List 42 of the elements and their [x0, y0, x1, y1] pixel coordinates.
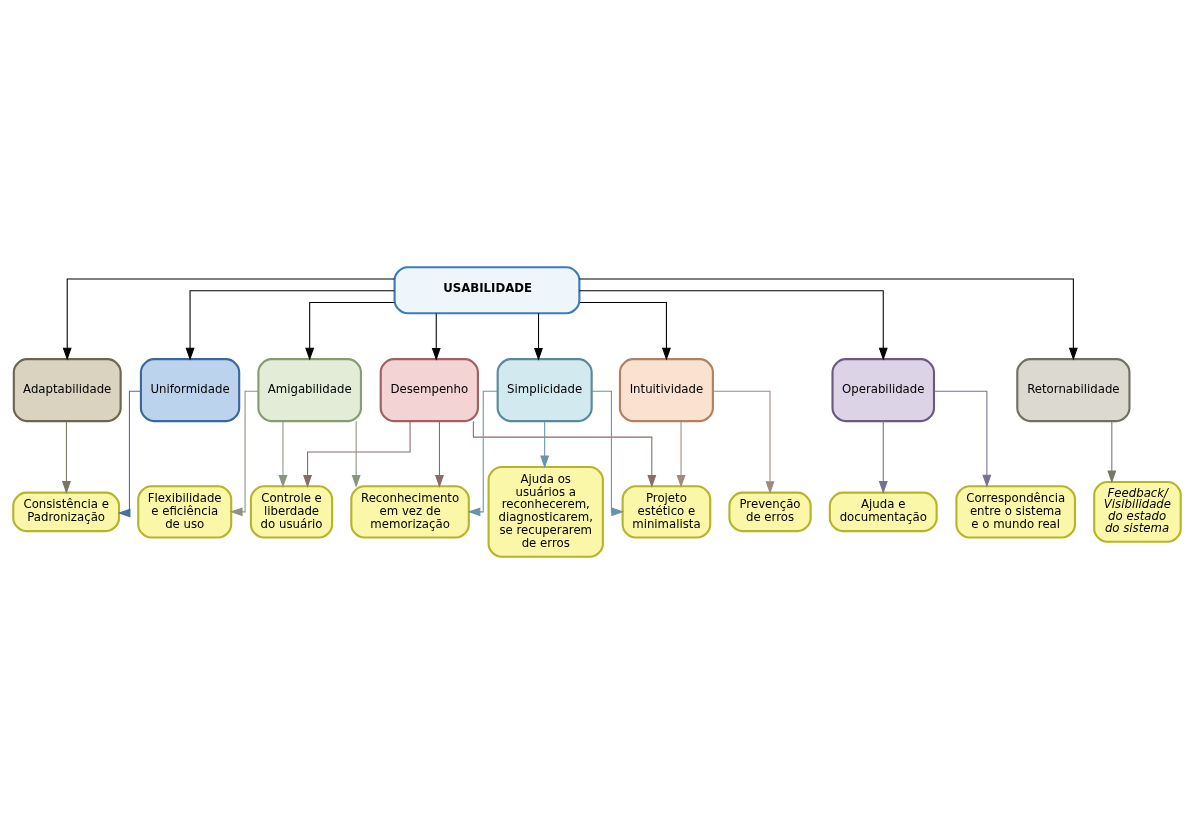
arrow: [62, 278, 395, 360]
arrow: [578, 289, 888, 361]
node-box: Amigabilidade: [257, 357, 362, 422]
arrow: [676, 420, 686, 488]
arrow: [712, 390, 775, 494]
arrow: [1107, 420, 1117, 483]
arrow: [431, 312, 441, 361]
node-box: Simplicidade: [496, 357, 593, 422]
node-box: USABILIDADE: [393, 265, 581, 314]
node-box: Operabilidade: [831, 357, 936, 422]
arrow: [540, 420, 550, 468]
arrow: [61, 420, 71, 494]
arrow: [591, 390, 625, 516]
arrow: [933, 390, 992, 488]
node-box: Controle e liberdade do usuário: [249, 484, 334, 539]
node-box: Projeto estético e minimalista: [621, 484, 712, 539]
node-box: Retornabilidade: [1016, 357, 1131, 422]
node-box: Adaptabilidade: [12, 357, 122, 422]
node-box: Ajuda os usuários a reconhecerem, diagnosticarem, se recuperarem de erros: [487, 465, 604, 558]
arrow: [434, 420, 444, 488]
arrow: [472, 420, 657, 488]
node-box: Desempenho: [379, 357, 479, 422]
node-box: Intuitividade: [618, 357, 714, 422]
node-box: Reconhecimento em vez de memorização: [350, 484, 470, 539]
arrow: [185, 289, 395, 361]
arrow: [467, 390, 499, 516]
arrow: [579, 278, 1078, 360]
arrow: [303, 420, 411, 488]
arrow: [579, 301, 671, 361]
node-box: Consistência e Padronização: [12, 491, 121, 532]
arrow: [878, 420, 888, 494]
arrow: [534, 312, 543, 361]
arrow: [351, 420, 361, 488]
node-box: Flexibilidade e eficiência de uso: [137, 484, 233, 539]
node-box: Ajuda e documentação: [828, 491, 938, 532]
arrow: [117, 390, 142, 517]
node-box: Feedback/ Visibilidade do estado do sistema: [1093, 480, 1182, 543]
arrow: [305, 301, 395, 361]
node-box: Prevenção de erros: [728, 491, 812, 532]
arrow: [278, 420, 288, 488]
node-box: Uniformidade: [139, 357, 241, 422]
node-box: Correspondência entre o sistema e o mundo real: [955, 484, 1077, 539]
